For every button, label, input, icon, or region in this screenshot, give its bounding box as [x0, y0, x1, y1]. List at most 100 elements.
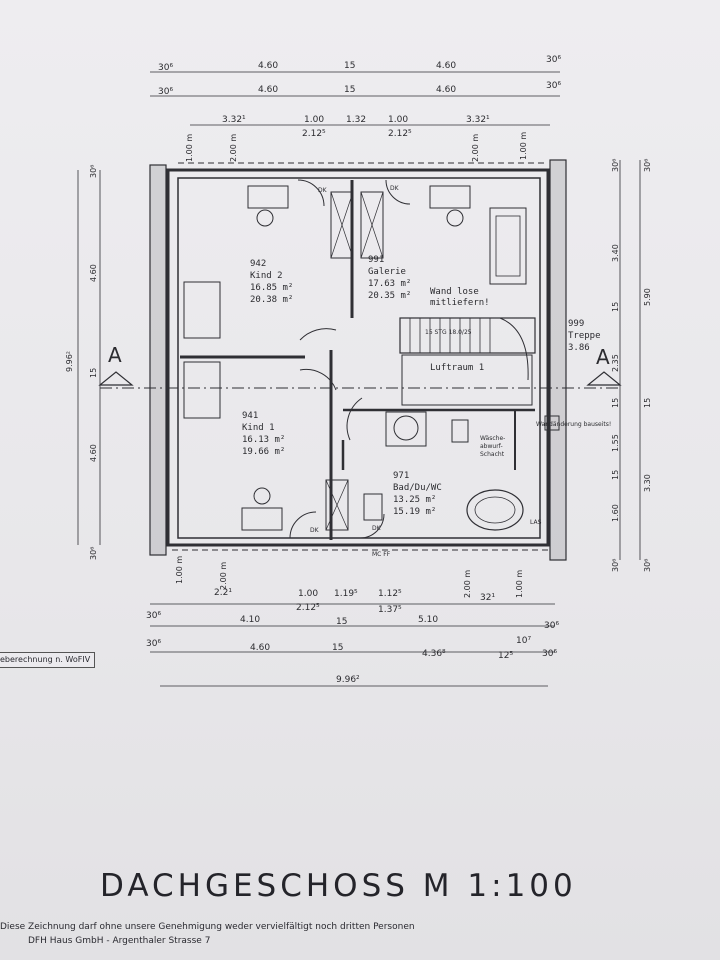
room-area: 19.66 m² [242, 447, 285, 457]
room-area: 16.13 m² [242, 435, 285, 445]
dims-top: 30⁶ 4.60 15 4.60 30⁶ 30⁶ 4.60 15 4.60 30… [158, 55, 561, 139]
svg-text:1.37⁵: 1.37⁵ [378, 605, 402, 615]
svg-text:4.60: 4.60 [89, 444, 98, 462]
svg-text:1.19⁵: 1.19⁵ [334, 589, 358, 599]
svg-text:3.40: 3.40 [611, 244, 620, 262]
svg-text:5.10: 5.10 [418, 615, 438, 625]
svg-text:4.60: 4.60 [258, 61, 278, 71]
room-area: 20.38 m² [250, 295, 293, 305]
svg-text:2.12⁵: 2.12⁵ [296, 603, 320, 613]
svg-text:1.00 m: 1.00 m [515, 570, 524, 598]
svg-text:1.00 m: 1.00 m [175, 556, 184, 584]
room-kind1-label: 941 Kind 1 16.13 m² 19.66 m² [242, 411, 285, 457]
svg-text:30⁶: 30⁶ [643, 159, 652, 172]
svg-text:1.00 m: 1.00 m [519, 132, 528, 160]
svg-text:15: 15 [611, 398, 620, 408]
svg-text:15: 15 [643, 398, 652, 408]
svg-text:1.12⁵: 1.12⁵ [378, 589, 402, 599]
svg-text:2.12⁵: 2.12⁵ [302, 129, 326, 139]
stair [399, 317, 536, 354]
svg-text:30⁶: 30⁶ [611, 559, 620, 572]
room-name: Bad/Du/WC [393, 483, 442, 493]
wall-note: Wand lose [430, 287, 479, 297]
dims-right: 30⁶ 3.40 15 2.35 15 1.55 15 1.60 30⁶ 30⁶… [611, 159, 652, 572]
svg-text:1.00 m: 1.00 m [185, 134, 194, 162]
wall-change-note: Wandänderung bauseits! [536, 421, 611, 428]
room-number: 991 [368, 255, 384, 265]
side-note: eberechnung n. WoFIV [0, 652, 96, 668]
svg-text:2.00 m: 2.00 m [229, 134, 238, 162]
svg-text:30⁶: 30⁶ [542, 649, 557, 659]
svg-text:1.00: 1.00 [298, 589, 318, 599]
svg-text:12⁵: 12⁵ [498, 651, 513, 661]
svg-text:3.32¹: 3.32¹ [222, 115, 246, 125]
svg-text:1.00: 1.00 [304, 115, 324, 125]
svg-text:15: 15 [344, 85, 355, 95]
svg-text:15: 15 [332, 643, 343, 653]
room-area: 15.19 m² [393, 507, 436, 517]
svg-text:15: 15 [89, 368, 98, 378]
svg-text:1.00: 1.00 [388, 115, 408, 125]
room-area: 17.63 m² [368, 279, 411, 289]
inner-wall-line [177, 177, 541, 539]
wash-shaft-label: Schacht [480, 451, 505, 458]
room-name: Treppe [568, 331, 601, 341]
svg-text:2.12⁵: 2.12⁵ [388, 129, 412, 139]
room-name: Galerie [368, 267, 406, 277]
svg-text:30⁶: 30⁶ [146, 611, 161, 621]
svg-text:10⁷: 10⁷ [516, 636, 531, 646]
svg-text:2.35: 2.35 [611, 354, 620, 372]
svg-text:3.30: 3.30 [643, 474, 652, 492]
svg-text:15: 15 [336, 617, 347, 627]
roof-edge-right [549, 159, 567, 561]
svg-text:30⁶: 30⁶ [611, 159, 620, 172]
svg-text:3.32¹: 3.32¹ [466, 115, 490, 125]
room-area: 20.35 m² [368, 291, 411, 301]
company-address: DFH Haus GmbH - Argenthaler Strasse 7 [28, 936, 211, 946]
svg-text:1.60: 1.60 [611, 504, 620, 522]
svg-text:4.60: 4.60 [436, 85, 456, 95]
mc-ff-label: MC FF [372, 551, 391, 558]
room-area: 16.85 m² [250, 283, 293, 293]
section-marker-left: A [108, 343, 122, 367]
svg-text:5.90: 5.90 [643, 288, 652, 306]
wash-shaft-label: Wäsche- [480, 435, 505, 442]
svg-text:15: 15 [611, 470, 620, 480]
room-treppe-label: 999 Treppe 3.86 [568, 319, 601, 353]
svg-text:30⁶: 30⁶ [146, 639, 161, 649]
svg-text:4.60: 4.60 [436, 61, 456, 71]
stair-spec: 15 STG 18.0/25 [425, 329, 472, 336]
roof-edge-left [149, 164, 167, 556]
dims-bottom: 2.2¹ 1.00 1.19⁵ 1.12⁵ 32¹ 2.12⁵ 1.37⁵ 30… [146, 588, 559, 685]
dk-label: DK [310, 527, 320, 534]
room-number: 942 [250, 259, 266, 269]
dk-label: DK [318, 187, 328, 194]
outer-wall [166, 168, 550, 547]
luftraum-label: Luftraum 1 [430, 363, 484, 373]
dk-label: DK [372, 525, 382, 532]
svg-text:32¹: 32¹ [480, 593, 495, 603]
room-number: 999 [568, 319, 584, 329]
dims-left: 30⁶ 4.60 15 4.60 30⁶ 9.96² [65, 165, 98, 560]
room-name: Kind 1 [242, 423, 275, 433]
svg-text:4.10: 4.10 [240, 615, 260, 625]
room-area: 13.25 m² [393, 495, 436, 505]
dk-label: DK [390, 185, 400, 192]
svg-text:2.00 m: 2.00 m [219, 562, 228, 590]
svg-text:30⁶: 30⁶ [544, 621, 559, 631]
dims-height-marks: 1.00 m 2.00 m 2.00 m 1.00 m 1.00 m 2.00 … [175, 132, 528, 598]
svg-text:9.96²: 9.96² [65, 351, 74, 372]
svg-text:4.36⁸: 4.36⁸ [422, 649, 446, 659]
room-number: 941 [242, 411, 258, 421]
svg-text:9.96²: 9.96² [336, 675, 360, 685]
room-number: 971 [393, 471, 409, 481]
svg-text:2.00 m: 2.00 m [471, 134, 480, 162]
room-kind2-label: 942 Kind 2 16.85 m² 20.38 m² [250, 259, 293, 305]
svg-text:30⁶: 30⁶ [89, 165, 98, 178]
section-marker-right: A [596, 345, 610, 369]
svg-text:2.2¹: 2.2¹ [214, 588, 232, 598]
wall-note: mitliefern! [430, 298, 490, 308]
svg-text:30⁶: 30⁶ [546, 55, 561, 65]
svg-text:15: 15 [344, 61, 355, 71]
